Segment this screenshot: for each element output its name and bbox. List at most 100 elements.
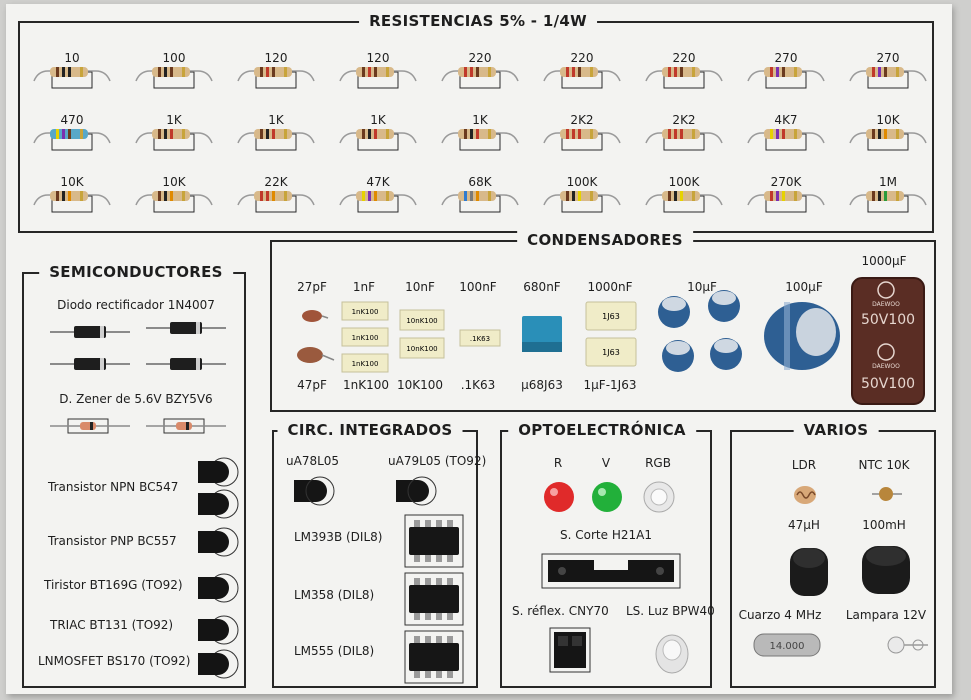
resistor-value-label: 10K xyxy=(162,175,186,189)
capacitor-value-label: 100nF xyxy=(459,280,497,294)
resistor xyxy=(135,129,213,151)
transistor-pnp-label: Transistor PNP BC557 xyxy=(48,534,177,548)
film-cap-1000nf-b: 1J63 xyxy=(585,337,637,367)
led-green xyxy=(592,482,622,512)
resistor-value-label: 220 xyxy=(468,51,492,65)
resistor xyxy=(237,129,315,151)
capacitor-value-label: 10nF xyxy=(405,280,435,294)
capacitor-code-label: 1nK100 xyxy=(342,378,390,392)
capacitor-code-label: 10K100 xyxy=(396,378,444,392)
capacitor-code-label: 1µF-1J63 xyxy=(583,378,637,392)
capacitor-value-label: 680nF xyxy=(523,280,561,294)
resistor-value-label: 1M xyxy=(879,175,897,189)
electrolytic-brand: DAEWOO xyxy=(872,301,900,308)
resistor-value-label: 2K2 xyxy=(672,113,696,127)
photodiode-label: LS. Luz BPW40 xyxy=(626,604,715,618)
semiconductors-title: SEMICONDUCTORES xyxy=(39,263,233,281)
led-red xyxy=(544,482,574,512)
resistor-value-label: 120 xyxy=(366,51,390,65)
resistors-title: RESISTENCIAS 5% - 1/4W xyxy=(359,12,597,30)
ntc-label: NTC 10K xyxy=(858,458,910,472)
slot-interrupter-h21a1 xyxy=(541,553,681,589)
resistor xyxy=(849,67,927,89)
diode-label: Diodo rectificador 1N4007 xyxy=(57,298,215,312)
film-cap-10nf-b: 10nK100 xyxy=(399,337,445,359)
resistor xyxy=(849,129,927,151)
resistor xyxy=(135,67,213,89)
capacitor-value-label: 27pF xyxy=(297,280,327,294)
resistor xyxy=(747,67,825,89)
resistor-value-label: 270 xyxy=(774,51,798,65)
regulator-79l05-label: uA79L05 (TO92) xyxy=(388,454,487,468)
resistor-value-label: 100 xyxy=(162,51,186,65)
capacitor-code-label: µ68J63 xyxy=(521,378,563,392)
resistor-value-label: 68K xyxy=(468,175,492,189)
led-rgb xyxy=(643,481,675,513)
resistor xyxy=(441,67,519,89)
opto-title: OPTOELECTRÓNICA xyxy=(508,421,696,439)
chip-lm358-label: LM358 (DIL8) xyxy=(294,588,375,602)
electrolytic-rating: 50V100 xyxy=(861,376,915,392)
led-rgb-label: RGB xyxy=(645,456,671,470)
ceramic-cap-47pf xyxy=(297,347,335,363)
electrolytic-rating: 50V100 xyxy=(861,312,915,328)
film-cap-marking: 1nK100 xyxy=(352,308,379,316)
inductor-100mh-label: 100mH xyxy=(862,518,906,532)
diode-1n4007-c xyxy=(50,358,130,370)
film-cap-marking: 1J63 xyxy=(602,312,620,321)
capacitor-value-label: 1000µF xyxy=(861,254,907,268)
photodiode-bpw40 xyxy=(655,634,689,674)
ldr-label: LDR xyxy=(791,458,817,472)
reflex-sensor-cny70 xyxy=(549,627,591,673)
resistor xyxy=(543,67,621,89)
film-cap-marking: .1K63 xyxy=(470,335,490,343)
resistor-value-label: 22K xyxy=(264,175,288,189)
film-cap-1nf-a: 1nK100 xyxy=(341,301,389,321)
to92-package xyxy=(198,527,239,557)
capacitor-value-label: 1nF xyxy=(352,280,376,294)
inductor-47uh xyxy=(790,548,828,596)
dil8-chip xyxy=(404,514,464,568)
capacitor-value-label: 100µF xyxy=(785,280,823,294)
film-cap-1nf-b: 1nK100 xyxy=(341,327,389,347)
misc-title: VARIOS xyxy=(793,421,879,439)
resistor xyxy=(339,191,417,213)
reflex-sensor-label: S. réflex. CNY70 xyxy=(512,604,609,618)
mosfet-label: LNMOSFET BS170 (TO92) xyxy=(38,654,191,668)
film-cap-10nf-a: 10nK100 xyxy=(399,309,445,331)
triac-label: TRIAC BT131 (TO92) xyxy=(50,618,174,632)
resistor-value-label: 10K xyxy=(876,113,900,127)
resistor-value-label: 47K xyxy=(366,175,390,189)
resistor xyxy=(543,129,621,151)
resistor xyxy=(237,191,315,213)
to92-package xyxy=(198,457,239,487)
capacitor-code-label: 47pF xyxy=(297,378,327,392)
capacitor-code-label: .1K63 xyxy=(460,378,496,392)
ic-frame: CIRC. INTEGRADOS uA78L05 uA79L05 (TO92) … xyxy=(272,421,486,688)
resistor-value-label: 220 xyxy=(672,51,696,65)
crystal-label: Cuarzo 4 MHz xyxy=(738,608,822,622)
resistor-value-label: 100K xyxy=(668,175,700,189)
diode-1n4007-d xyxy=(146,358,226,370)
resistor xyxy=(645,129,723,151)
interrupter-label: S. Corte H21A1 xyxy=(560,528,652,542)
to92-package xyxy=(198,489,239,519)
resistor xyxy=(441,191,519,213)
resistor-value-label: 1K xyxy=(370,113,386,127)
transistor-npn-label: Transistor NPN BC547 xyxy=(48,480,179,494)
resistor-value-label: 1K xyxy=(268,113,284,127)
resistor-value-label: 270K xyxy=(770,175,802,189)
dil8-chip xyxy=(404,630,464,684)
resistor-value-label: 120 xyxy=(264,51,288,65)
electrolytic-10uf-group xyxy=(658,290,742,372)
lamp-label: Lampara 12V xyxy=(845,608,927,622)
zener-diode-a xyxy=(50,418,130,434)
to92-package xyxy=(198,573,239,603)
resistor xyxy=(237,67,315,89)
film-cap-marking: 1J63 xyxy=(602,348,620,357)
film-cap-1000nf-a: 1J63 xyxy=(585,301,637,331)
ldr-sensor xyxy=(794,486,816,504)
